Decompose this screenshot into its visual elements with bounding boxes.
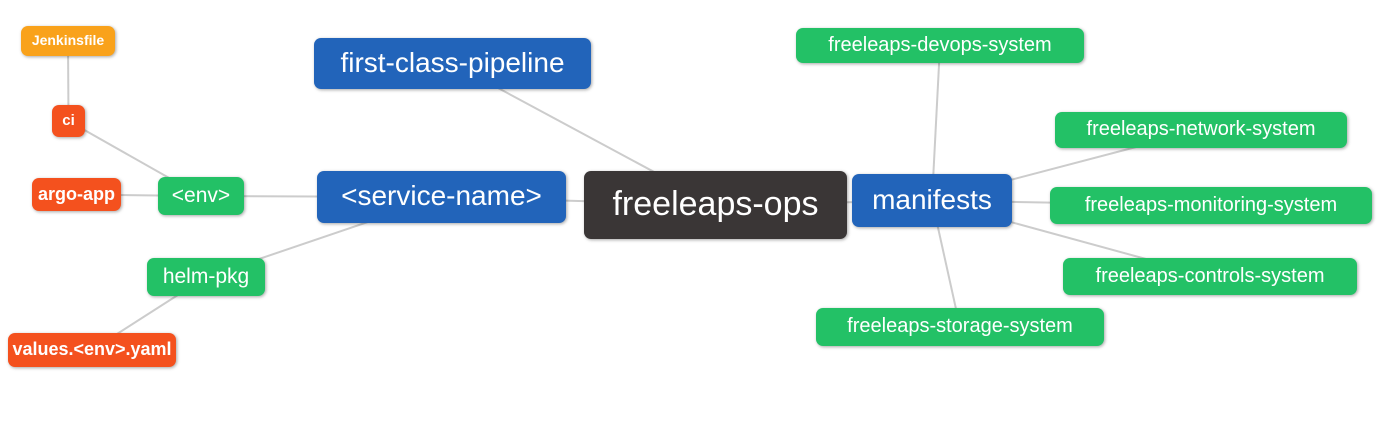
node-env[interactable]: <env>	[158, 177, 244, 215]
node-freeleaps-network-system[interactable]: freeleaps-network-system	[1055, 112, 1347, 148]
node-freeleaps-storage-system[interactable]: freeleaps-storage-system	[816, 308, 1104, 346]
node-helm-pkg[interactable]: helm-pkg	[147, 258, 265, 296]
node-service-name[interactable]: <service-name>	[317, 171, 566, 223]
node-first-class-pipeline[interactable]: first-class-pipeline	[314, 38, 591, 89]
node-ci[interactable]: ci	[52, 105, 85, 137]
node-jenkinsfile[interactable]: Jenkinsfile	[21, 26, 115, 56]
node-freeleaps-ops[interactable]: freeleaps-ops	[584, 171, 847, 239]
node-freeleaps-monitoring-system[interactable]: freeleaps-monitoring-system	[1050, 187, 1372, 224]
node-manifests[interactable]: manifests	[852, 174, 1012, 227]
node-values-env-yaml[interactable]: values.<env>.yaml	[8, 333, 176, 367]
node-argo-app[interactable]: argo-app	[32, 178, 121, 211]
node-freeleaps-controls-system[interactable]: freeleaps-controls-system	[1063, 258, 1357, 295]
node-freeleaps-devops-system[interactable]: freeleaps-devops-system	[796, 28, 1084, 63]
